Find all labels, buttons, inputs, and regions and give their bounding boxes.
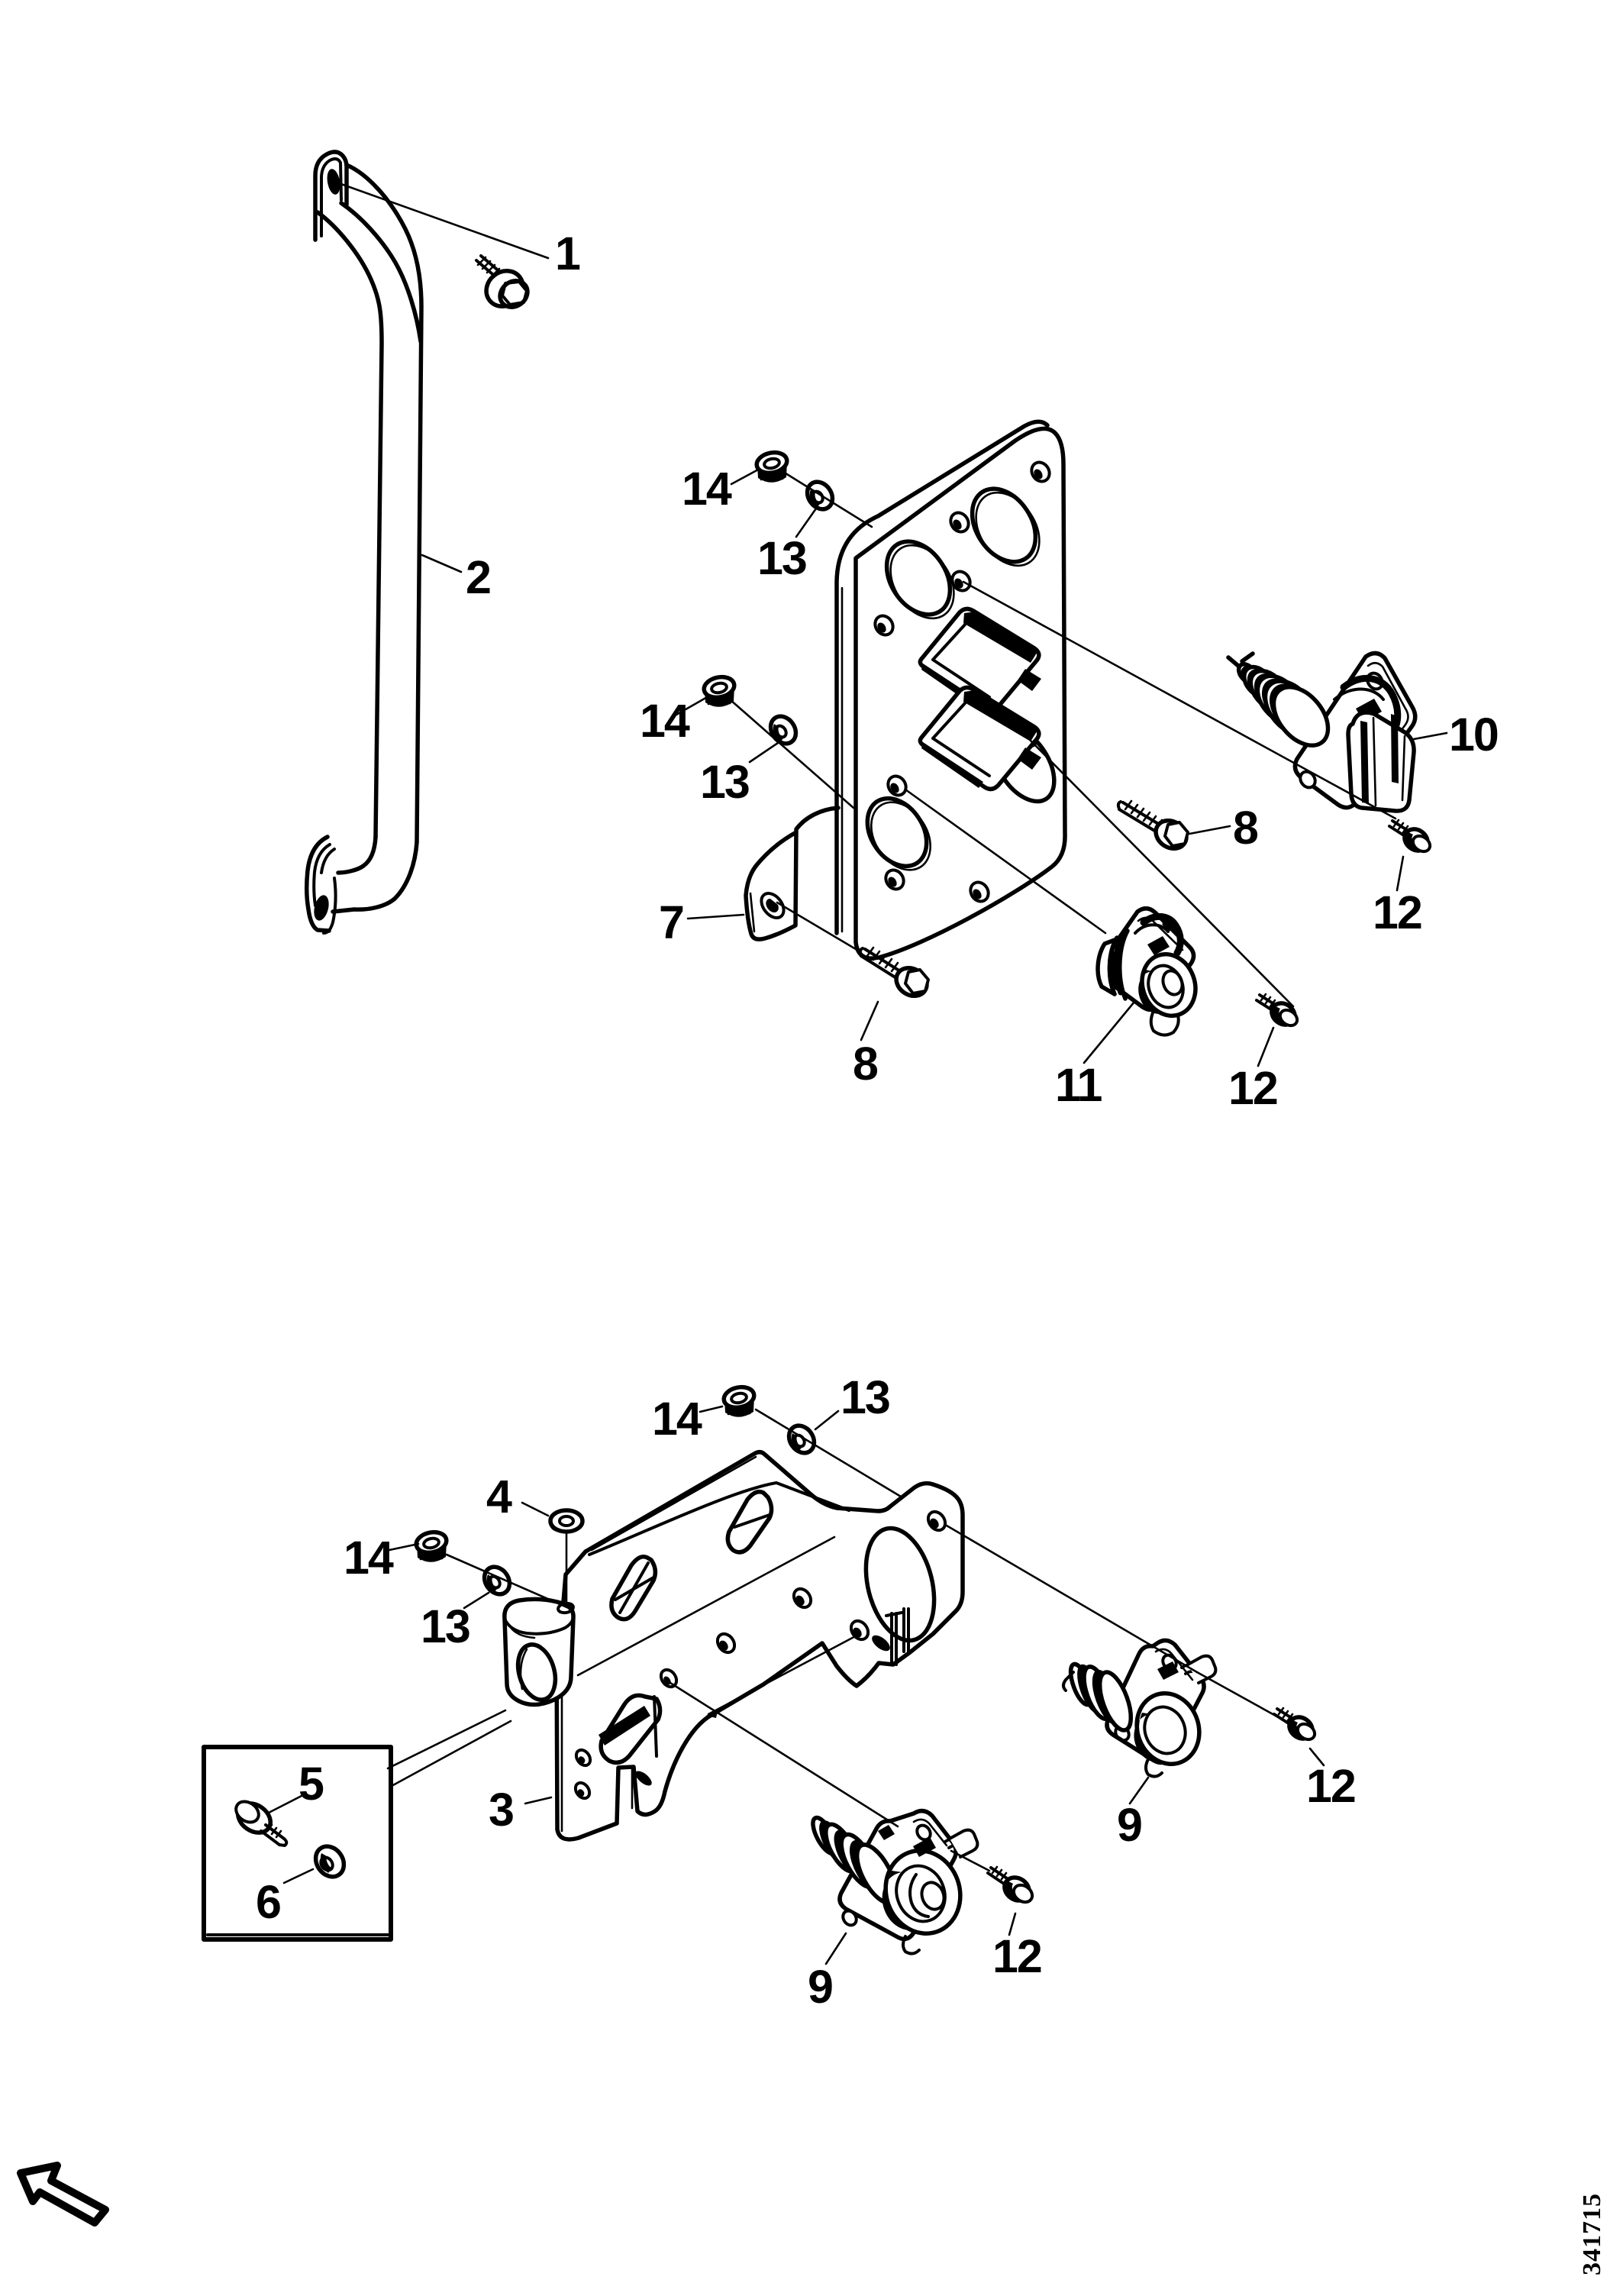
svg-text:6: 6 <box>256 1876 280 1928</box>
svg-text:9: 9 <box>808 1961 832 2013</box>
svg-text:11: 11 <box>1055 1059 1102 1111</box>
svg-text:14: 14 <box>344 1532 394 1584</box>
svg-text:13: 13 <box>421 1600 469 1652</box>
svg-text:14: 14 <box>640 695 690 747</box>
svg-text:12: 12 <box>992 1930 1041 1982</box>
svg-text:7: 7 <box>659 896 683 948</box>
svg-text:12: 12 <box>1373 886 1421 938</box>
svg-text:5: 5 <box>298 1758 324 1810</box>
svg-text:14: 14 <box>682 463 732 515</box>
svg-text:13: 13 <box>757 532 806 584</box>
svg-text:8: 8 <box>1233 802 1258 854</box>
svg-text:3: 3 <box>489 1784 513 1836</box>
svg-text:8: 8 <box>853 1038 878 1090</box>
svg-text:1: 1 <box>555 228 580 279</box>
svg-text:12: 12 <box>1306 1760 1355 1812</box>
svg-text:9: 9 <box>1117 1799 1141 1851</box>
svg-text:14: 14 <box>652 1393 702 1445</box>
svg-text:4: 4 <box>486 1471 512 1523</box>
svg-text:13: 13 <box>841 1371 889 1423</box>
svg-text:341715: 341715 <box>1578 2193 1606 2275</box>
svg-text:10: 10 <box>1449 709 1498 760</box>
svg-text:13: 13 <box>700 756 749 808</box>
svg-text:2: 2 <box>466 551 490 603</box>
svg-text:12: 12 <box>1228 1062 1277 1114</box>
